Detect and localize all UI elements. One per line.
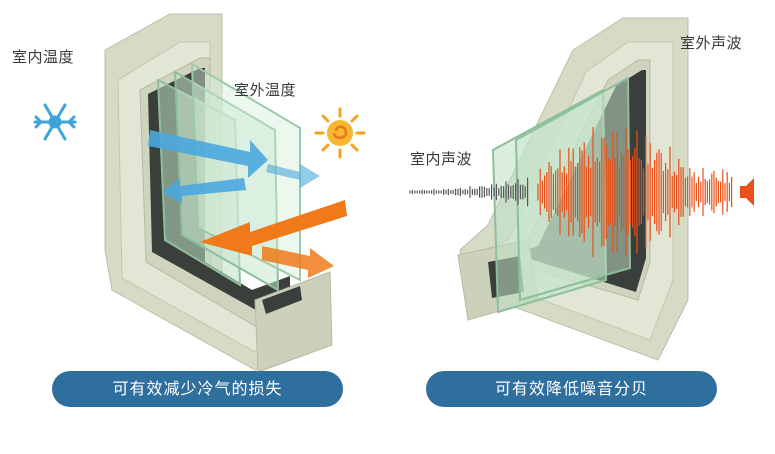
indoor-sound-label: 室内声波 [410,150,473,168]
snowflake-icon [33,103,77,141]
thermal-caption: 可有效减少冷气的损失 [52,371,343,407]
indoor-temperature-label: 室内温度 [12,48,75,66]
sound-panel: 室外声波 室内声波 可有效降低噪音分贝 [388,0,775,454]
cold-arrow-back [162,178,246,204]
speaker-icon [740,178,754,206]
heat-arrow-in [200,200,347,256]
cold-arrows [148,130,320,204]
outdoor-temperature-label: 室外温度 [234,81,297,99]
heat-arrows [200,200,347,278]
sun-icon [314,107,366,159]
cold-arrow-out [266,164,320,188]
thermal-window-illustration [33,13,366,373]
heat-arrow-out [262,246,334,278]
thermal-panel: 室内温度 室外温度 可有效减少冷气的损失 [12,13,366,407]
sound-window-illustration [409,17,754,361]
sound-wave-inside [409,177,529,207]
cold-arrow-in [148,130,268,178]
sound-wave-outside [537,126,733,258]
sound-caption: 可有效降低噪音分贝 [426,371,717,407]
outdoor-sound-label: 室外声波 [680,34,743,52]
